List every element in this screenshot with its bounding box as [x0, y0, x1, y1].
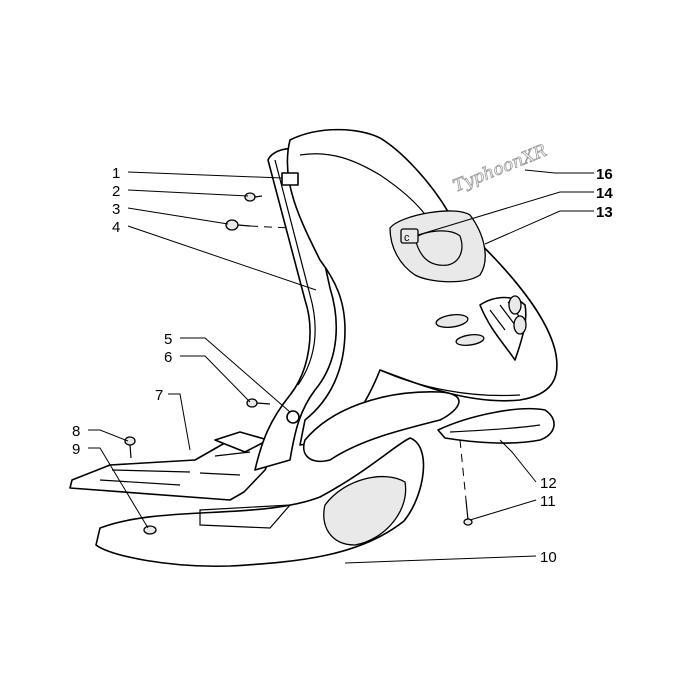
- callout-3: 3: [112, 201, 120, 218]
- svg-text:c: c: [404, 232, 410, 244]
- front-mudguard: [437, 407, 555, 444]
- callout-5: 5: [164, 331, 172, 348]
- footrest-bracket: [69, 431, 276, 501]
- lower-front-panel: [95, 437, 425, 568]
- callout-16: 16: [596, 166, 613, 183]
- callout-8: 8: [72, 423, 80, 440]
- callout-12: 12: [540, 475, 557, 492]
- callout-7: 7: [155, 387, 163, 404]
- front-skirt: [303, 391, 460, 462]
- callout-14: 14: [596, 185, 613, 202]
- callout-2: 2: [112, 183, 120, 200]
- callouts: 1 2 3 4 5 6 7 8 9 10 11 12 13 14 16: [72, 165, 613, 566]
- badge: c: [400, 228, 419, 244]
- callout-1: 1: [112, 165, 120, 182]
- callout-13: 13: [596, 204, 613, 221]
- screw-2: [244, 192, 263, 202]
- screw-3: [225, 219, 291, 231]
- callout-9: 9: [72, 441, 80, 458]
- callout-10: 10: [540, 549, 557, 566]
- screw-6: [246, 398, 271, 408]
- callout-11: 11: [540, 493, 556, 510]
- screw-11: [459, 439, 473, 526]
- nut-9: [143, 525, 157, 535]
- leader-lines: [88, 169, 594, 564]
- screw-8: [124, 436, 136, 459]
- callout-6: 6: [164, 349, 172, 366]
- callout-4: 4: [112, 219, 120, 236]
- clip-1: [281, 172, 299, 186]
- watermark-text: TyphoonXR: [450, 141, 550, 197]
- nut-5: [286, 410, 300, 424]
